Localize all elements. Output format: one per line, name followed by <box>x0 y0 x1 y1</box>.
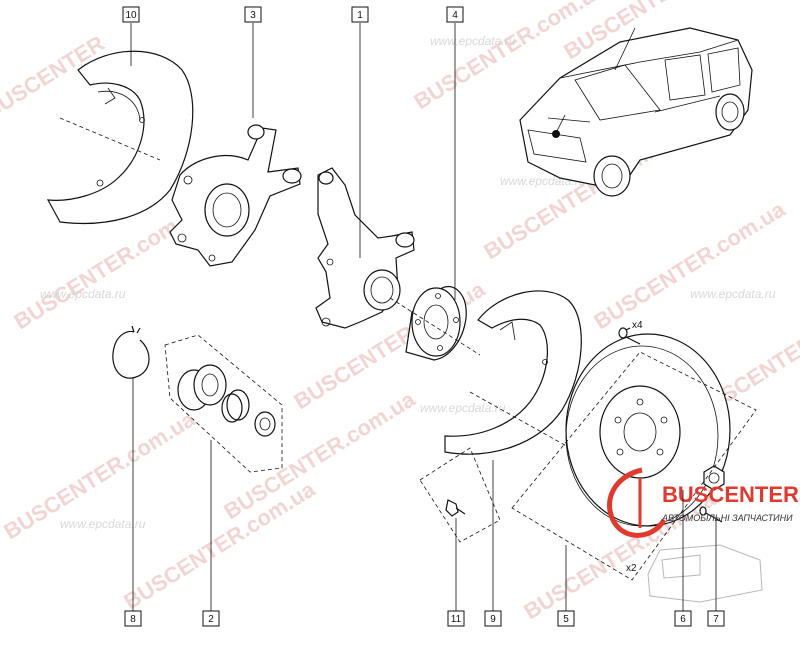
watermark-site: www.epcdata.ru <box>430 34 516 48</box>
logo-tagline: АВТОМОБІЛЬНІ ЗАПЧАСТИНИ <box>661 513 793 523</box>
watermark-domain: BUSCENTER.com.ua <box>119 476 319 614</box>
disc-assembly-outline <box>511 351 757 581</box>
watermark-site: www.epcdata.ru <box>60 517 146 531</box>
shield-screw-part <box>419 447 501 543</box>
callout-label: 1 <box>357 10 363 21</box>
callout-1[interactable]: 1 <box>351 6 369 23</box>
callout-2[interactable]: 2 <box>202 610 220 627</box>
quantity-mark-disc: x2 <box>626 563 637 574</box>
bearing-kit-part <box>164 334 283 473</box>
callout-label: 10 <box>125 10 137 21</box>
watermark-domain: BUSCENTER.com.ua <box>589 196 789 334</box>
callout-5[interactable]: 5 <box>557 610 575 627</box>
callout-6[interactable]: 6 <box>674 610 692 627</box>
brake-disc-part <box>565 333 731 527</box>
callout-label: 7 <box>713 614 719 625</box>
logo-name: BUSCENTER <box>662 482 799 507</box>
watermark-site: www.epcdata.ru <box>40 287 126 301</box>
circlip-part <box>112 325 150 379</box>
vehicle-illustration <box>519 27 753 197</box>
callout-9[interactable]: 9 <box>484 610 502 627</box>
watermark-site: www.epcdata.ru <box>690 287 776 301</box>
backing-plate-right-part <box>444 290 582 455</box>
backing-plate-left-part <box>46 50 194 225</box>
callout-label: 6 <box>680 614 686 625</box>
steering-knuckle-center-part <box>315 167 415 329</box>
steering-knuckle-left-part <box>169 124 302 267</box>
quantity-mark-screw: x4 <box>632 320 643 331</box>
disc-screw-part <box>618 327 641 345</box>
callout-label: 4 <box>452 10 458 21</box>
callout-4[interactable]: 4 <box>446 6 464 23</box>
watermark-site: www.epcdata.ru <box>420 401 506 415</box>
wheel-hub-part <box>389 286 481 361</box>
bolt-part <box>699 506 723 523</box>
callout-11[interactable]: 11 <box>447 610 465 627</box>
callout-7[interactable]: 7 <box>707 610 725 627</box>
leader-lines <box>130 23 717 611</box>
callout-8[interactable]: 8 <box>124 610 142 627</box>
locator-dot <box>552 130 560 138</box>
callout-label: 3 <box>250 10 256 21</box>
callout-3[interactable]: 3 <box>244 6 262 23</box>
callout-label: 9 <box>490 614 496 625</box>
callout-label: 8 <box>130 614 136 625</box>
callout-label: 11 <box>451 614 462 625</box>
callout-label: 2 <box>208 614 214 625</box>
callout-label: 5 <box>563 614 569 625</box>
hub-nut-part <box>703 465 725 491</box>
buscenter-logo: BUSCENTER АВТОМОБІЛЬНІ ЗАПЧАСТИНИ <box>607 467 799 603</box>
callout-10[interactable]: 10 <box>122 6 140 23</box>
